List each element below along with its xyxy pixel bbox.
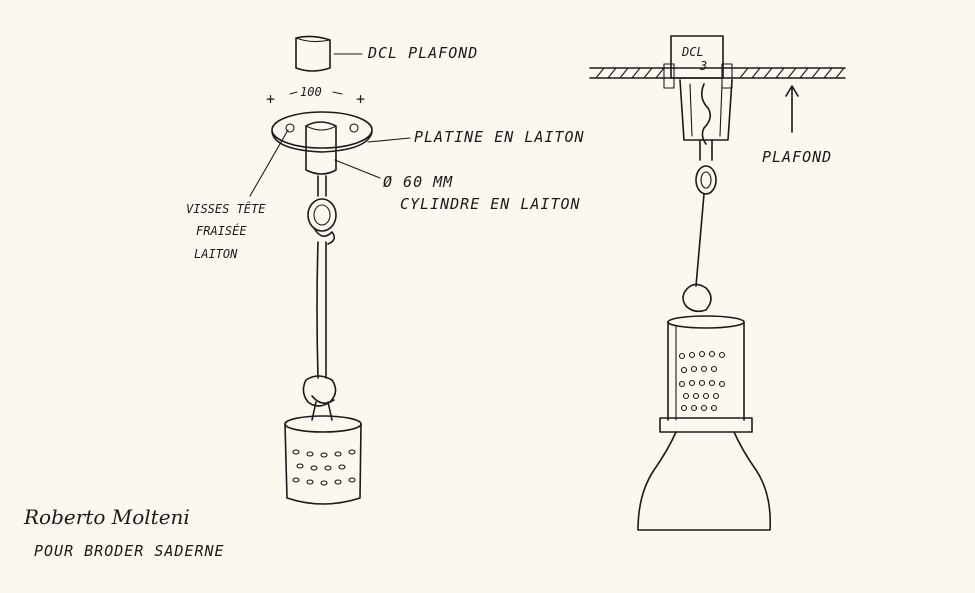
perforated-cylinder bbox=[667, 315, 745, 421]
cylinder-label: CYLINDRE EN LAITON bbox=[400, 195, 581, 213]
right-ring bbox=[695, 139, 717, 195]
signature-block: Roberto Molteni POUR BRODER SADERNE bbox=[23, 505, 225, 560]
dcl-plafond-label: DCL PLAFOND bbox=[367, 44, 478, 62]
plus-right-mark: + bbox=[356, 90, 366, 108]
screws-label-line1: VISSES TÊTE bbox=[186, 201, 266, 216]
bell-shade bbox=[637, 431, 772, 531]
dcl-ceiling-box bbox=[663, 35, 733, 89]
left-pendant-sketch: DCL PLAFOND + + 100 PLATINE EN LAITON Ø … bbox=[186, 35, 585, 505]
screws-label-line3: LAITON bbox=[194, 247, 238, 261]
dcl-box bbox=[295, 35, 363, 72]
shade-collar bbox=[659, 417, 753, 433]
left-cord bbox=[316, 241, 327, 379]
signature-name: Roberto Molteni bbox=[23, 505, 190, 529]
diameter-label: Ø 60 MM bbox=[383, 173, 453, 191]
dcl-box-label: DCL bbox=[681, 45, 704, 59]
brass-cylinder bbox=[305, 121, 337, 175]
perforated-shade bbox=[284, 415, 362, 505]
dimension-label: 100 bbox=[300, 85, 322, 99]
ceiling-line bbox=[589, 67, 846, 79]
screws-label-line2: FRAISÉE bbox=[196, 223, 247, 238]
ceiling-arrow bbox=[785, 85, 799, 133]
dcl-box-sublabel: 3 bbox=[699, 59, 707, 73]
signature-for-line: POUR BRODER SADERNE bbox=[34, 542, 225, 560]
right-pendant-sketch: DCL 3 PLAFOND bbox=[589, 35, 846, 531]
right-cord bbox=[695, 193, 705, 287]
lower-knot bbox=[302, 375, 337, 421]
cord-knob bbox=[682, 283, 712, 313]
upper-ring bbox=[307, 175, 337, 245]
ceiling-housing bbox=[679, 79, 733, 145]
ceiling-label: PLAFOND bbox=[762, 148, 832, 166]
brass-plate bbox=[271, 111, 373, 153]
plus-left-mark: + bbox=[266, 90, 276, 108]
plate-label: PLATINE EN LAITON bbox=[414, 128, 585, 146]
